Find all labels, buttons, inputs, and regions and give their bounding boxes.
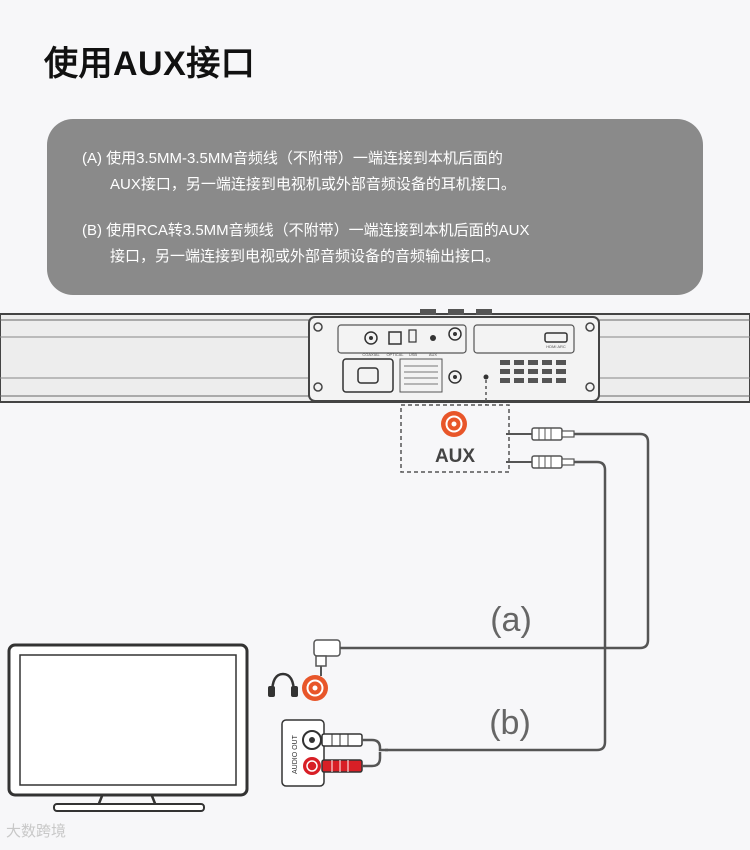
soundbar-vents [500,360,566,383]
plug-a-aux [506,427,575,441]
watermark: 大数跨境 [6,822,67,840]
cable-label-b: (b) [489,704,531,742]
instruction-a-line2: AUX接口，另一端连接到电视机或外部音频设备的耳机接口。 [110,176,516,193]
tv-audio-out-panel [281,719,325,787]
cable-a [340,432,650,650]
vent-slot [528,369,538,374]
rca-plug-white [321,733,363,747]
plug-a-headphone [313,639,341,676]
instruction-b-line1: (B) 使用RCA转3.5MM音频线（不附带）一端连接到本机后面的AUX [82,222,530,239]
port-label-optical: OPTICAL [386,352,404,357]
vent-slot [542,360,552,365]
instruction-b-line2: 接口，另一端连接到电视或外部音频设备的音频输出接口。 [110,248,501,265]
rca-plug-red [321,759,363,773]
vent-slot [500,360,510,365]
cable-b [385,460,607,752]
rca-cable-white [362,738,388,752]
rca-red-port-icon [303,757,321,775]
plug-b-aux [506,455,575,469]
vent-slot [556,360,566,365]
aux-label: AUX [435,446,475,467]
vent-slot [556,369,566,374]
port-label-usb: USB [409,352,418,357]
instruction-box: (A) 使用3.5MM-3.5MM音频线（不附带）一端连接到本机后面的 AUX接… [47,119,703,295]
aux-port-icon [441,411,467,437]
vent-slot [528,378,538,383]
port-label-aux: AUX [429,352,438,357]
aux-callout-box [400,404,510,473]
rca-cable-red [362,752,382,768]
instruction-a-line1: (A) 使用3.5MM-3.5MM音频线（不附带）一端连接到本机后面的 [82,150,503,167]
vent-slot [514,378,524,383]
port-label-coaxial: COAXIAL [362,352,380,357]
vent-slot [514,369,524,374]
tv [7,643,249,812]
vent-slot [514,360,524,365]
audio-out-label: AUDIO OUT [292,734,299,774]
vent-slot [556,378,566,383]
vent-slot [542,369,552,374]
page-title: 使用AUX接口 [44,45,256,83]
vent-slot [500,369,510,374]
rca-white-port-icon [302,730,322,750]
cable-label-a: (a) [490,601,532,639]
port-label-hdmi: HDMI ARC [546,344,566,349]
soundbar-rear-panel [308,316,600,402]
headphone-jack-icon [302,675,328,701]
vent-slot [542,378,552,383]
headphone-icon [268,672,298,697]
vent-slot [500,378,510,383]
vent-slot [528,360,538,365]
